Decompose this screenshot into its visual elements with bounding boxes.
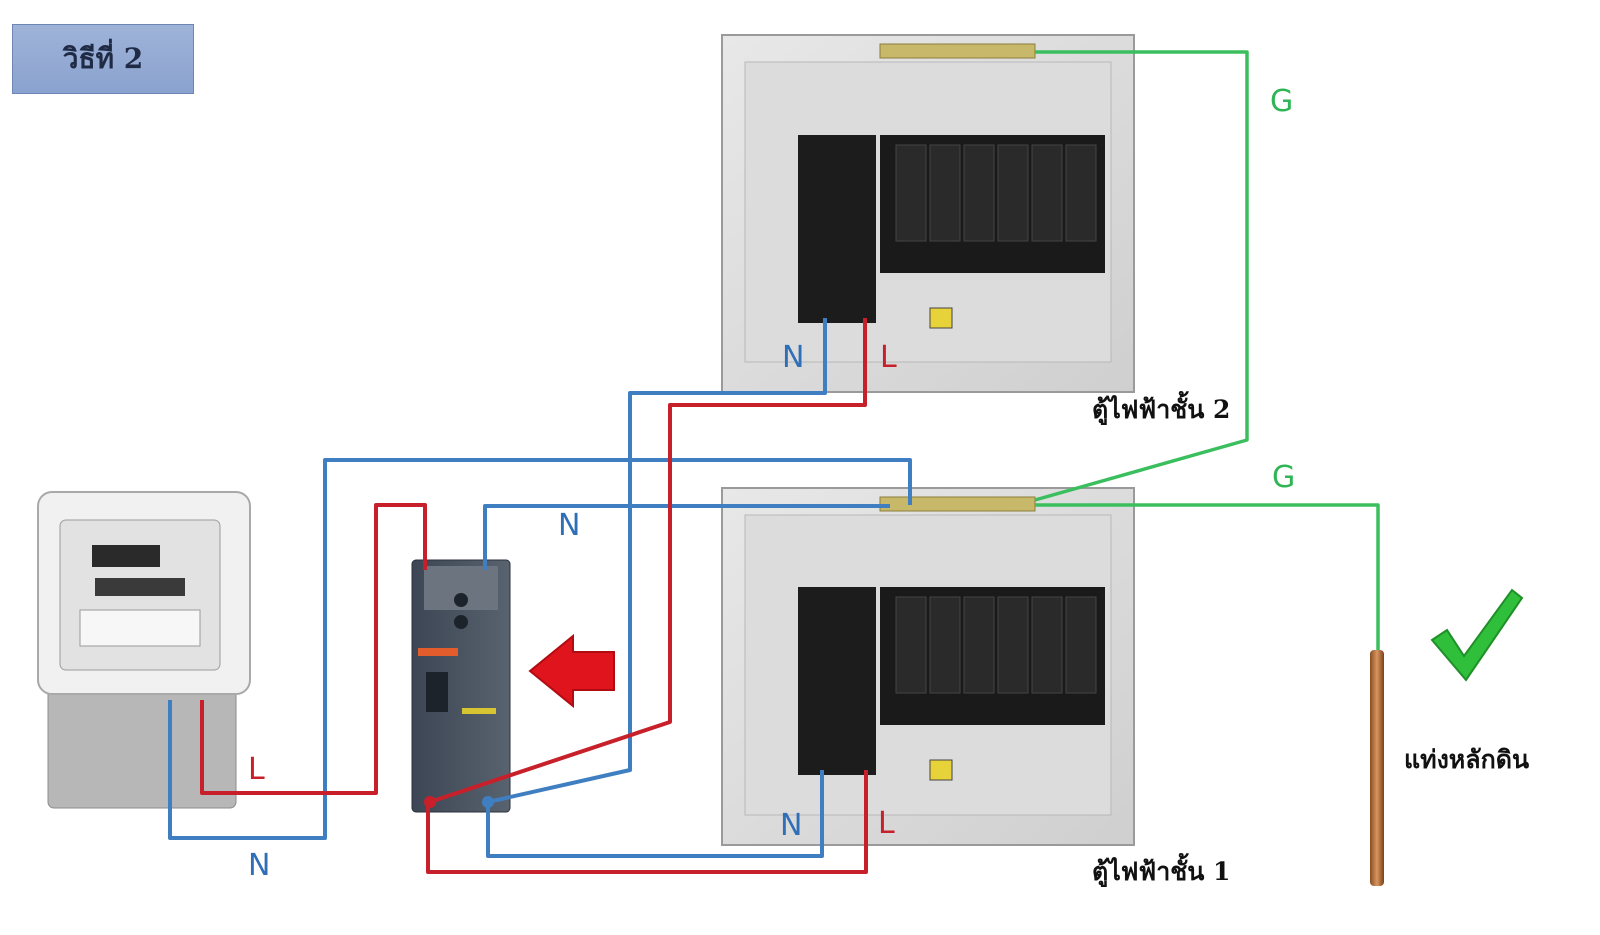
neutral-wire-to-cab2 (487, 318, 827, 804)
breaker-row (798, 587, 1105, 775)
cabinet-floor2 (721, 34, 1135, 393)
breaker-row (798, 135, 1105, 323)
label-n-meter: N (248, 848, 271, 883)
warning-sticker (929, 759, 953, 781)
warning-sticker (929, 307, 953, 329)
label-l-meter: L (248, 752, 265, 787)
live-terminal (424, 796, 436, 808)
ground-wire-cab1-to-rod (1035, 503, 1380, 655)
method-title: วิธีที่ 2 (12, 24, 194, 94)
live-wire-to-cab2 (429, 318, 867, 804)
label-l-cab2: L (880, 340, 897, 375)
neutral-wire-meter-to-cab1 (168, 458, 912, 840)
caption-ground-rod: แท่งหลักดิน (1404, 745, 1530, 774)
label-n-cab1: N (780, 808, 803, 843)
live-wire-meter-to-breaker (200, 503, 427, 795)
ground-busbar (879, 496, 1036, 512)
ground-wire-cab2-to-cab1 (1034, 50, 1249, 502)
cabinet-floor1 (721, 487, 1135, 846)
caption-cabinet-floor2: ตู้ไฟฟ้าชั้น 2 (1092, 395, 1231, 424)
live-wire-to-cab1 (426, 770, 868, 874)
ground-busbar (879, 43, 1036, 59)
label-n-mid: N (558, 508, 581, 543)
electricity-meter (37, 491, 251, 809)
caption-cabinet-floor1: ตู้ไฟฟ้าชั้น 1 (1092, 857, 1231, 886)
neutral-wire-breaker-top (483, 504, 890, 570)
label-n-cab2: N (782, 340, 805, 375)
label-g-top: G (1270, 84, 1294, 119)
ground-rod (1370, 650, 1384, 886)
left-arrow-icon (528, 633, 615, 709)
label-g-lower: G (1272, 460, 1296, 495)
neutral-terminal (482, 796, 494, 808)
neutral-wire-to-cab1 (486, 770, 824, 858)
label-l-cab1: L (878, 806, 895, 841)
main-circuit-breaker (411, 559, 511, 813)
checkmark-icon (1430, 588, 1524, 682)
